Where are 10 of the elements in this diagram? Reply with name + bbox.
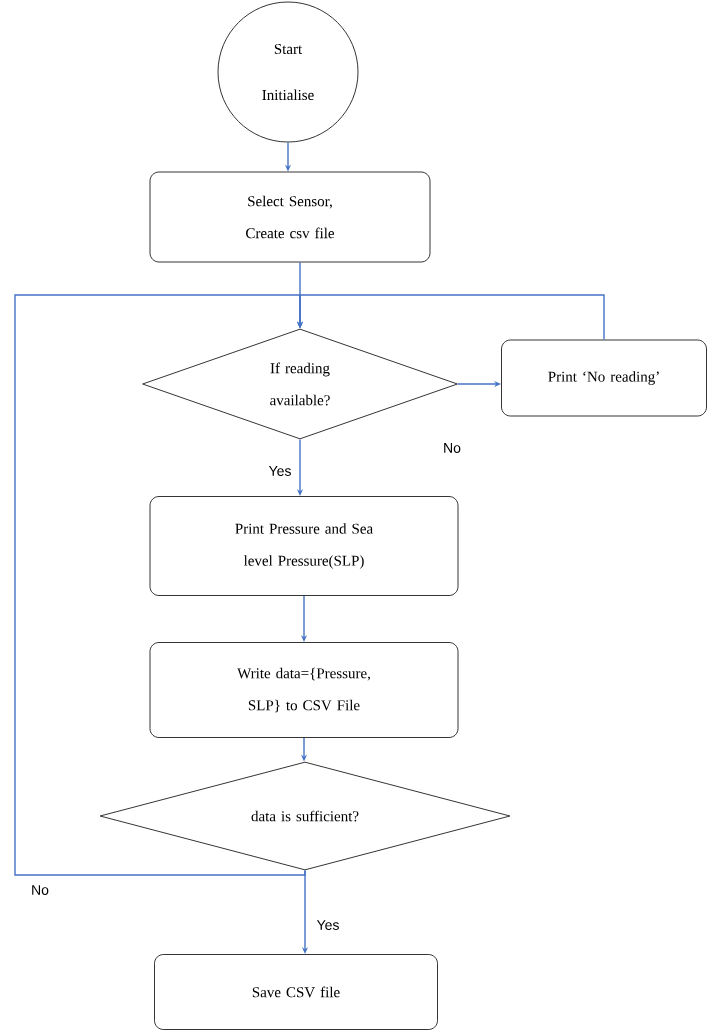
process-box: Write data={Pressure, SLP} to CSV File bbox=[149, 642, 459, 738]
edge-label: Yes bbox=[315, 919, 341, 931]
edge-label: Yes bbox=[267, 465, 293, 477]
edge-label: No bbox=[442, 442, 462, 454]
process-box: Print ‘No reading’ bbox=[501, 339, 707, 417]
edge-label: No bbox=[30, 884, 50, 896]
arrow bbox=[14, 294, 306, 876]
process-box: Select Sensor, Create csv file bbox=[149, 171, 431, 263]
process-box: Print Pressure and Sea level Pressure(SLP) bbox=[149, 496, 459, 596]
process-box: Save CSV file bbox=[154, 954, 438, 1030]
